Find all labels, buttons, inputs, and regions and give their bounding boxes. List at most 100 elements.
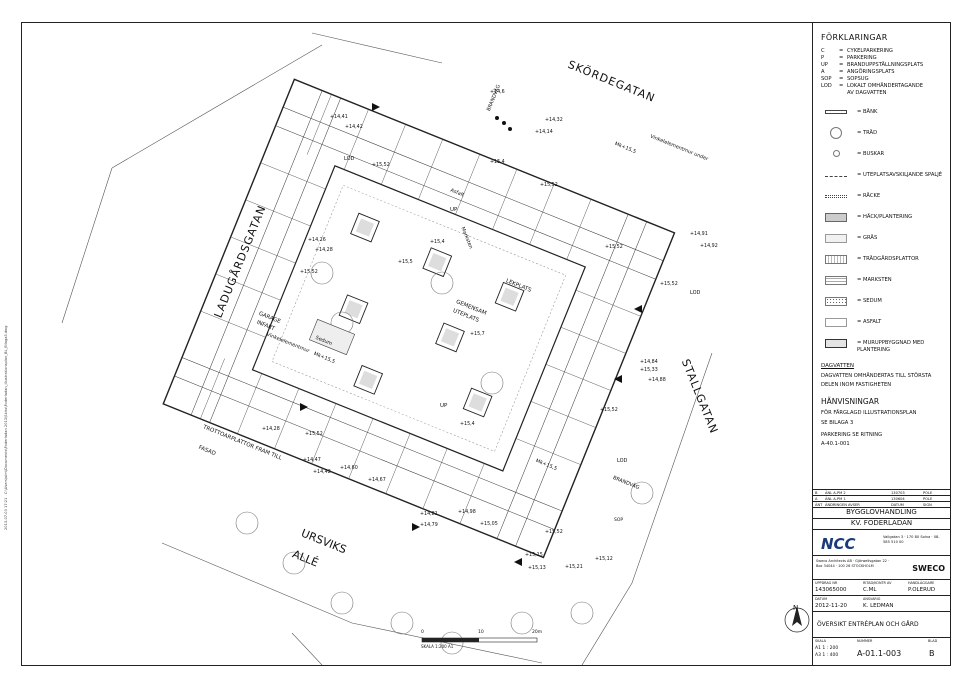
drawing-number: A-01.1-003: [857, 649, 902, 658]
north-arrow: [784, 606, 810, 633]
level-annotation: +14,88: [648, 378, 666, 383]
legend-symbol-label: = MURUPPBYGGNAD MED PLANTERING: [857, 339, 925, 353]
level-annotation: +15,21: [565, 565, 583, 570]
reference-1: FÖR FÄRGLAGD ILLUSTRATIONSPLAN: [821, 410, 917, 417]
revision-text: ÄNL A-PM 2: [825, 491, 846, 495]
ncc-address: Vallgatan 3 · 170 80 Solna · 08-585 510 …: [883, 535, 940, 544]
abbr-equals: =: [839, 47, 844, 54]
legend-symbol-label: = TRÄD: [857, 129, 878, 136]
street-edge-n: [311, 32, 443, 64]
legend-symbol-row: = MARKSTEN: [821, 271, 950, 292]
project-line-1: BYGGLOVHANDLING: [813, 507, 950, 518]
abbr-code: LOD: [821, 82, 832, 89]
abbr-code: C: [821, 47, 825, 54]
project-line-2: KV. FODERLADAN: [813, 518, 950, 529]
nummer-label: NUMMER: [857, 639, 873, 643]
sweco-logo: SWECO: [912, 564, 945, 573]
entrance-markers: [300, 103, 642, 566]
level-annotation: +15,15: [525, 553, 543, 558]
level-annotation: +14,67: [368, 478, 386, 483]
level-annotation: +14,42: [345, 125, 363, 130]
building-block: [162, 78, 676, 559]
ansvarig-value: K. LEDMAN: [863, 603, 894, 609]
legend-symbol-label: = UTEPLATSAVSKILJANDE SPALJÉ: [857, 171, 943, 178]
revision-by: SIGN: [923, 503, 932, 507]
references-title: HÄNVISNINGAR: [821, 397, 880, 407]
level-annotation: +14,84: [640, 360, 658, 365]
legend-symbol-row: = BUSKAR: [821, 145, 950, 166]
architect-info: Sweco Architects AB · Gjörwellsgatan 22 …: [816, 559, 890, 568]
drawing-frame: [21, 22, 951, 666]
abbr-code: [821, 90, 839, 97]
level-annotation: +15,52: [540, 183, 558, 188]
level-annotation: +15,52: [305, 432, 323, 437]
level-annotation: +14,32: [545, 118, 563, 123]
legend-swatch: [833, 149, 840, 157]
abbr-text: LOKALT OMHÄNDERTAGANDE: [847, 82, 923, 89]
abbr-text: SOPSUG: [847, 75, 869, 82]
legend-symbol-row: = UTEPLATSAVSKILJANDE SPALJÉ: [821, 166, 950, 187]
dagvatten-title: DAGVATTEN: [821, 362, 855, 369]
level-annotation: +15,12: [595, 557, 613, 562]
revision-date: DATUM: [891, 503, 904, 507]
legend-symbol-label: = SEDUM: [857, 297, 882, 304]
abbr-text: PARKERING: [847, 54, 877, 61]
abbr-text: ANGÖRINGSPLATS: [847, 68, 895, 75]
level-annotation: +14,91: [690, 232, 708, 237]
abbr-text: CYKELPARKERING: [847, 47, 893, 54]
legend-symbol-label: = BÄNK: [857, 108, 878, 115]
handlaggare-label: HANDLÄGGARE: [908, 581, 935, 585]
level-annotation: +14,28: [262, 427, 280, 432]
label-up: UP: [450, 207, 458, 213]
level-annotation: +14,41: [330, 115, 348, 120]
level-annotation: +14,14: [535, 130, 553, 135]
uppdrag-value: 143065000: [815, 587, 847, 593]
reference-4: A-40.1-001: [821, 440, 850, 447]
legend-swatch: [825, 254, 847, 264]
legend-swatch: [825, 296, 847, 306]
reference-2: SE BILAGA 3: [821, 419, 854, 426]
level-annotation: +15,5: [398, 260, 413, 265]
legend-swatch: [830, 126, 842, 139]
revision-by: POLE: [923, 491, 933, 495]
blad-label: BLAD: [928, 639, 938, 643]
street-edge-nw: [111, 44, 323, 169]
street-edge-e: [581, 352, 713, 665]
level-annotation: +14,6: [490, 90, 505, 95]
drawing-title: ÖVERSIKT ENTRÉPLAN OCH GÅRD: [817, 621, 919, 628]
level-annotation: +15,52: [605, 245, 623, 250]
site-plan: [61, 32, 810, 665]
legend-symbol-label: = HÄCK/PLANTERING: [857, 213, 913, 220]
street-edge-s2: [291, 632, 323, 665]
datum-label: DATUM: [815, 597, 828, 601]
scale-caption: SKALA 1:200 A1: [421, 644, 454, 649]
revision-text: ÄNL A-PM 1: [825, 497, 846, 501]
legend-title: FÖRKLARINGAR: [821, 33, 888, 42]
legend-symbol-label: = ASFALT: [857, 318, 882, 325]
ncc-logo: NCC: [821, 535, 856, 553]
legend-swatch: [825, 338, 847, 348]
sedum-area: [308, 318, 356, 356]
revision-rev: B: [815, 491, 818, 495]
dagvatten-text-1: DAGVATTEN OMHÄNDERTAS TILL STÖRSTA: [821, 373, 932, 380]
uppdrag-label: UPPDRAG NR: [815, 581, 838, 585]
legend-symbol-row: = TRÄDGÅRDSPLATTOR: [821, 250, 950, 271]
skala-label: SKALA: [815, 639, 826, 643]
level-annotation: +14,47: [303, 458, 321, 463]
abbr-equals: =: [839, 54, 844, 61]
legend-swatch: [825, 275, 847, 285]
revision-date: 130604: [891, 497, 905, 501]
level-annotation: +15,4: [460, 422, 475, 427]
north-label: N: [793, 604, 799, 612]
dagvatten-text-2: DELEN INOM FASTIGHETEN: [821, 382, 892, 389]
bollards: [495, 116, 512, 131]
revision-text: ÄNDRINGEN AVSER: [825, 503, 860, 507]
label-up-south: UP: [440, 403, 448, 409]
datum-value: 2012-11-20: [815, 603, 847, 609]
level-annotation: +15,52: [660, 282, 678, 287]
scale-20: 20m: [532, 630, 543, 635]
abbr-text: BRANDUPPSTÄLLNINGSPLATS: [847, 61, 924, 68]
